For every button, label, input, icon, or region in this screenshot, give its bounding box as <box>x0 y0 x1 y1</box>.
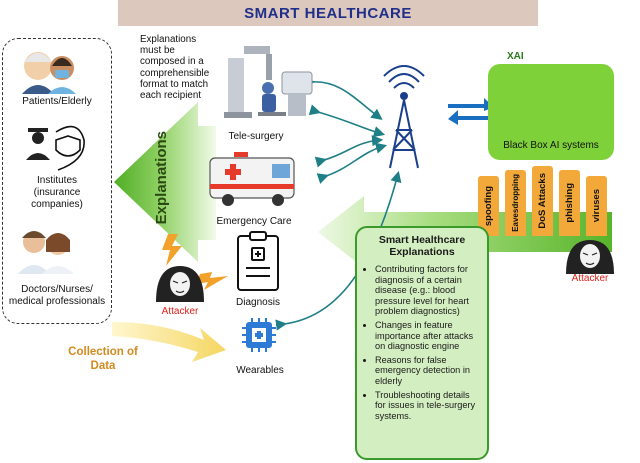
lightning-icon <box>162 234 228 290</box>
diagnosis-label: Diagnosis <box>236 297 280 308</box>
black-box-caption: Black Box AI systems <box>503 140 599 151</box>
threat-spoofing: spoofing <box>478 176 499 236</box>
title-bar: SMART HEALTHCARE <box>118 0 538 26</box>
collection-label: Collection of Data <box>68 346 138 372</box>
explanations-label-wrap: Explanations <box>148 118 174 238</box>
threat-dos-attacks: DoS Attacks <box>532 166 553 236</box>
threat-phishing: phishing <box>559 170 580 236</box>
tele-surgery-label: Tele-surgery <box>228 131 284 142</box>
institute-icon <box>26 125 85 171</box>
list-item: Contributing factors for diagnosis of a … <box>375 264 481 317</box>
network-links <box>275 76 402 331</box>
explanations-box: Smart Healthcare Explanations Contributi… <box>355 226 489 460</box>
clipboard-icon <box>237 231 279 291</box>
patients-label: Patients/Elderly <box>22 96 92 107</box>
list-item: Changes in feature importance after atta… <box>375 320 481 352</box>
tower-xai-arrows <box>448 98 494 125</box>
threat-eavesdropping: Eavesdropping <box>505 170 526 236</box>
explanations-arrow <box>114 102 216 262</box>
collection-arrow <box>112 322 226 362</box>
stakeholder-group <box>2 38 112 324</box>
tele-surgery-icon <box>224 46 313 118</box>
doctors-icon <box>18 231 74 274</box>
page-title: SMART HEALTHCARE <box>244 4 412 22</box>
threat-bars: spoofing Eavesdropping DoS Attacks phish… <box>478 166 607 236</box>
institutes-label: Institutes (insurance companies) <box>31 175 83 210</box>
patients-icon <box>22 52 76 94</box>
ambulance-icon <box>209 152 295 206</box>
emergency-care-label: Emergency Care <box>216 216 292 227</box>
doctors-label: Doctors/Nurses/ medical professionals <box>8 284 106 307</box>
list-item: Reasons for false emergency detection in… <box>375 355 481 387</box>
explanations-box-title: Smart Healthcare Explanations <box>378 234 466 258</box>
attacker-right-icon <box>566 240 614 274</box>
attacker-left-label: Attacker <box>161 306 199 317</box>
xai-box <box>488 64 614 160</box>
threat-viruses: viruses <box>586 176 607 236</box>
wearables-label: Wearables <box>236 365 284 376</box>
network-tower-icon <box>383 65 425 169</box>
composed-note: Explanations must be composed in a compr… <box>140 34 210 102</box>
wearable-chip-icon <box>242 318 276 352</box>
attacker-right-label: Attacker <box>571 273 609 284</box>
xai-label: XAI <box>507 51 524 62</box>
list-item: Troubleshooting details for issues in te… <box>375 390 481 422</box>
explanations-list: Contributing factors for diagnosis of a … <box>363 264 481 421</box>
attacker-left-icon <box>156 266 204 302</box>
explanations-label: Explanations <box>152 131 170 225</box>
